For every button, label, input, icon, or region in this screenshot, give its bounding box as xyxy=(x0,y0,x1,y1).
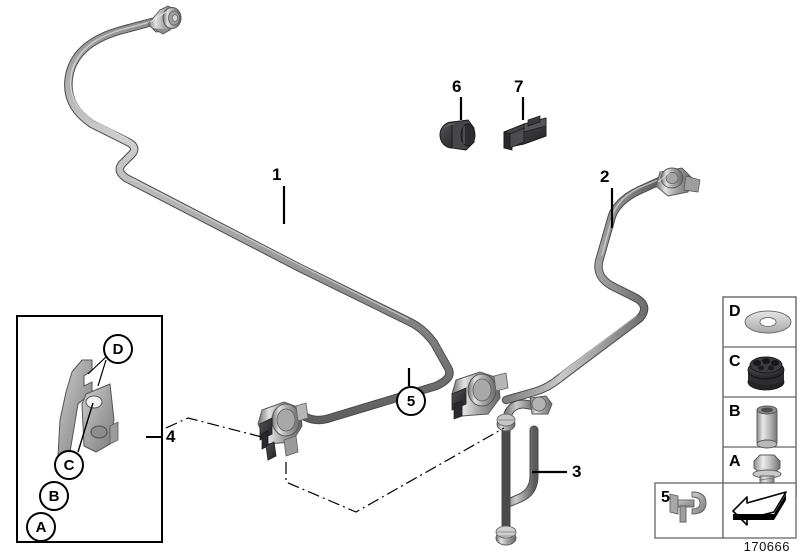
diagram-number: 170666 xyxy=(743,539,790,554)
hose-2-injector-nozzle xyxy=(451,371,509,420)
hose-2-quick-connect-fitting xyxy=(655,167,701,197)
bottom-legend-box xyxy=(654,482,797,539)
circled-callout-b: B xyxy=(39,481,69,511)
callout-2: 2 xyxy=(600,167,610,186)
legend-box xyxy=(722,296,797,498)
circled-callout-d: D xyxy=(103,334,133,364)
part-3-u-shaped-hose-assembly xyxy=(495,395,553,546)
assembly-reference-lines xyxy=(145,417,505,513)
hose-1-injector-nozzle xyxy=(257,401,309,461)
legend-letter-a: A xyxy=(729,453,741,470)
callout-6: 6 xyxy=(452,77,462,96)
circled-callout-c: C xyxy=(54,450,84,480)
detail-box-bracket xyxy=(16,315,163,543)
legend-letter-d: D xyxy=(729,303,741,320)
legend-rubber-mount-icon xyxy=(747,356,785,391)
legend-clip-number: 5 xyxy=(661,489,670,506)
circled-callout-5: 5 xyxy=(396,386,426,416)
legend-hose-clip-icon xyxy=(669,491,707,523)
numeric-leader-lines xyxy=(282,97,614,474)
callout-1: 1 xyxy=(272,165,282,184)
part-6-round-grommet-plug xyxy=(439,119,476,151)
part-7-rectangular-connector xyxy=(503,115,547,151)
legend-letter-b: B xyxy=(729,403,741,420)
callout-7: 7 xyxy=(514,77,524,96)
hose-1-quick-connect-fitting xyxy=(147,5,182,35)
callout-3: 3 xyxy=(572,462,582,481)
legend-direction-arrow-icon xyxy=(732,491,787,526)
legend-letter-c: C xyxy=(729,353,741,370)
hose-2-washer-fluid-line xyxy=(501,175,667,405)
circled-callout-a: A xyxy=(26,512,56,542)
callout-4: 4 xyxy=(166,427,176,446)
hose-1-washer-fluid-line xyxy=(64,17,454,425)
legend-sleeve-bushing-icon xyxy=(756,405,778,449)
legend-washer-icon xyxy=(744,310,792,334)
